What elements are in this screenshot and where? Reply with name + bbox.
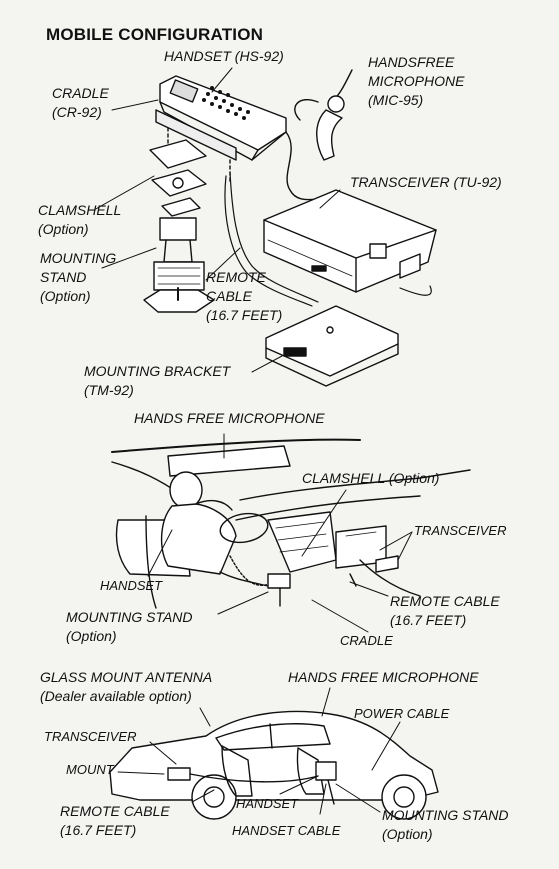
label-glass-mount-antenna: GLASS MOUNT ANTENNA (Dealer available op… — [40, 669, 213, 704]
label-mount: MOUNT — [66, 762, 114, 777]
page-title: MOBILE CONFIGURATION — [46, 25, 264, 44]
remote-cable-path — [225, 172, 431, 306]
label-hands-free-microphone-side: HANDS FREE MICROPHONE — [288, 669, 479, 685]
label-cradle: CRADLE (CR-92) — [52, 85, 109, 120]
label-power-cable: POWER CABLE — [354, 706, 450, 721]
leaders-panel3 — [118, 688, 400, 814]
label-remote-cable-interior: REMOTE CABLE (16.7 FEET) — [390, 593, 500, 628]
label-handsfree-microphone: HANDSFREE MICROPHONE (MIC-95) — [368, 54, 465, 108]
label-mounting-stand: MOUNTING STAND (Option) — [40, 250, 117, 304]
transceiver-illustration — [264, 190, 436, 292]
clamshell-illustration — [150, 140, 206, 216]
label-handset-interior: HANDSET — [100, 578, 163, 593]
mounting-stand-illustration — [144, 218, 214, 312]
leaders-panel2 — [148, 434, 412, 632]
label-clamshell-interior: CLAMSHELL (Option) — [302, 470, 440, 486]
label-transceiver-interior: TRANSCEIVER — [414, 523, 507, 538]
mounting-bracket-illustration — [266, 306, 398, 386]
label-clamshell: CLAMSHELL (Option) — [38, 202, 122, 237]
label-transceiver-side: TRANSCEIVER — [44, 729, 137, 744]
label-remote-cable: REMOTE CABLE (16.7 FEET) — [206, 269, 283, 323]
label-mounting-stand-side: MOUNTING STAND (Option) — [382, 807, 509, 842]
label-cradle-interior: CRADLE — [340, 633, 393, 648]
car-side-illustration — [110, 712, 438, 819]
label-handset-cable: HANDSET CABLE — [232, 823, 341, 838]
leaders-panel1 — [94, 68, 340, 372]
label-remote-cable-side: REMOTE CABLE (16.7 FEET) — [60, 803, 170, 838]
handset-illustration — [160, 76, 340, 205]
label-transceiver: TRANSCEIVER (TU-92) — [350, 174, 502, 190]
handsfree-mic-illustration — [295, 70, 352, 160]
label-mounting-stand-interior: MOUNTING STAND (Option) — [66, 609, 193, 644]
label-handset-side: HANDSET — [236, 796, 299, 811]
car-interior-illustration — [112, 440, 470, 608]
label-handset: HANDSET (HS-92) — [164, 48, 284, 64]
label-hands-free-microphone-interior: HANDS FREE MICROPHONE — [134, 410, 325, 426]
label-mounting-bracket: MOUNTING BRACKET (TM-92) — [84, 363, 231, 398]
